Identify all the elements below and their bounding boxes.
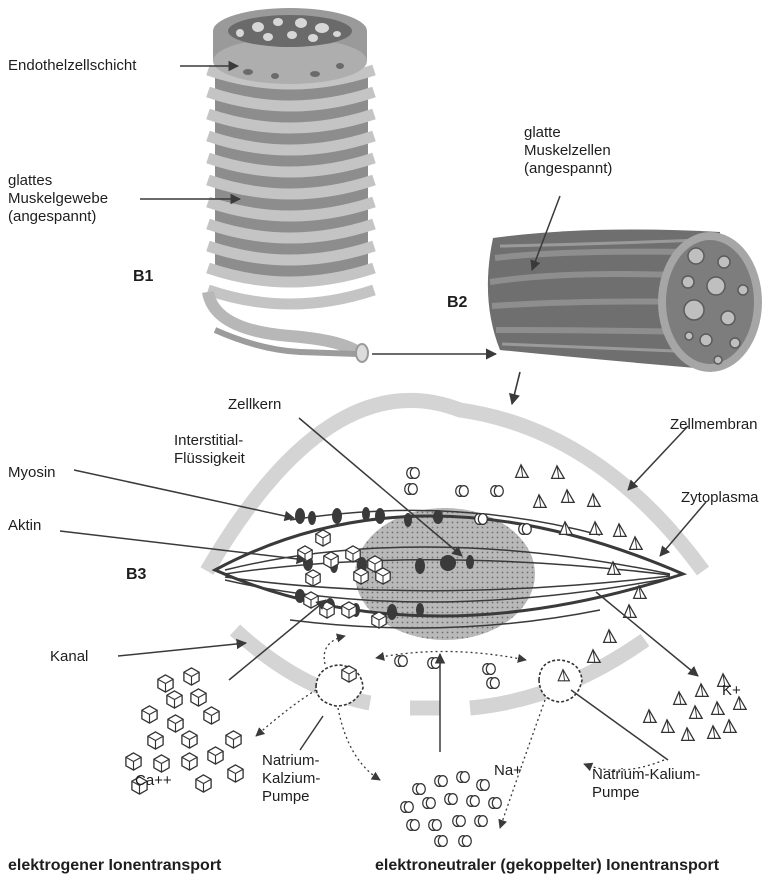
- label-natrium-kalium-pumpe: Natrium-Kalium- Pumpe: [592, 766, 700, 802]
- label-glattes-muskelgewebe: glattes Muskelgewebe (angespannt): [8, 172, 108, 226]
- panel-label-b1: B1: [133, 268, 153, 286]
- muscle-bundle-b2-illustration: [488, 230, 762, 372]
- label-natrium-kalzium-pumpe: Natrium- Kalzium- Pumpe: [262, 752, 320, 806]
- label-myosin: Myosin: [8, 464, 56, 482]
- panel-label-b3: B3: [126, 566, 146, 584]
- arrow-b2-to-b3: [512, 372, 520, 404]
- leader-zellmembran: [628, 426, 688, 490]
- label-ca-ion: Ca++: [135, 772, 172, 790]
- label-glatte-muskelzellen: glatte Muskelzellen (angespannt): [524, 124, 612, 178]
- label-zellmembran: Zellmembran: [670, 416, 758, 434]
- label-zytoplasma: Zytoplasma: [681, 489, 759, 507]
- label-zellkern: Zellkern: [228, 396, 281, 414]
- footer-elektrogener-ionentransport: elektrogener Ionentransport: [8, 857, 221, 875]
- footer-elektroneutraler-ionentransport: elektroneutraler (gekoppelter) Ionentran…: [375, 857, 719, 875]
- label-interstitial-fluessigkeit: Interstitial- Flüssigkeit: [174, 432, 245, 468]
- leader-natrium-kalzium-pumpe: [300, 716, 323, 750]
- label-aktin: Aktin: [8, 517, 41, 535]
- vessel-b1-illustration: [208, 8, 374, 362]
- label-k-ion: K+: [722, 682, 741, 700]
- panel-label-b2: B2: [447, 294, 467, 312]
- na-ions-extracellular: [401, 772, 502, 847]
- cell-b3-illustration: [207, 400, 703, 708]
- label-na-ion: Na+: [494, 762, 522, 780]
- leader-natrium-kalium-pumpe: [571, 690, 668, 760]
- leader-kanal: [118, 643, 246, 656]
- label-endothelzellschicht: Endothelzellschicht: [8, 57, 136, 75]
- label-kanal: Kanal: [50, 648, 88, 666]
